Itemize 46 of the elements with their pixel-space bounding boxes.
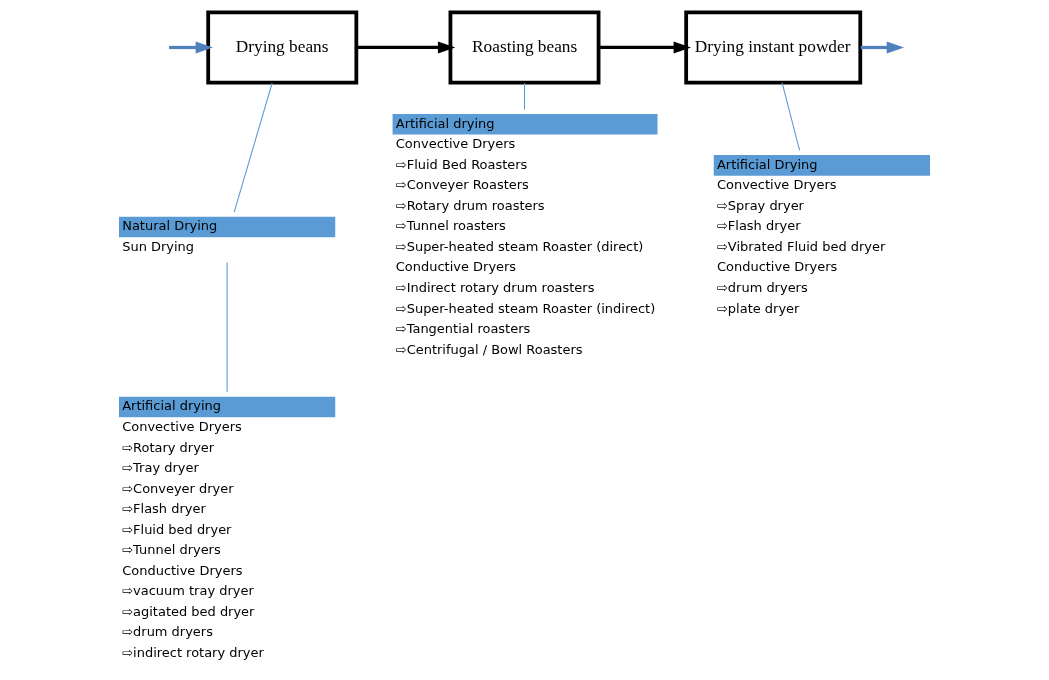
node-label: ⇨Flash dryer xyxy=(716,218,801,234)
node-label: Conductive Dryers xyxy=(395,259,517,275)
node-box: Drying beans xyxy=(206,10,359,85)
arrow xyxy=(860,41,905,54)
node-box: Roasting beans xyxy=(448,10,601,85)
node-box: Drying instant powder xyxy=(684,10,863,85)
node-box: Natural Drying xyxy=(119,216,336,238)
connector xyxy=(523,82,526,111)
node-label: ⇨Tray dryer xyxy=(122,460,199,476)
connector xyxy=(226,262,228,393)
node-label: ⇨Indirect rotary drum roasters xyxy=(395,279,595,295)
node-label: ⇨drum dryers xyxy=(716,279,808,295)
node-label: ⇨Spray dryer xyxy=(716,197,804,213)
node-label: ⇨Conveyer Roasters xyxy=(395,177,529,193)
node-box: Artificial drying xyxy=(119,396,336,418)
node-label: ⇨drum dryers xyxy=(122,624,213,640)
node-label: ⇨Rotary drum roasters xyxy=(395,197,545,213)
node-label: ⇨Tangential roasters xyxy=(395,321,531,337)
node-label: ⇨indirect rotary dryer xyxy=(122,644,264,660)
node-box: Artificial Drying xyxy=(713,155,930,176)
node-label: ⇨plate dryer xyxy=(716,300,800,316)
node-label: ⇨Super-heated steam Roaster (direct) xyxy=(395,238,644,254)
node-label: ⇨Rotary dryer xyxy=(122,439,215,455)
node-label: ⇨agitated bed dryer xyxy=(122,603,255,619)
node-label: ⇨Vibrated Fluid bed dryer xyxy=(716,238,886,254)
node-label: ⇨Centrifugal / Bowl Roasters xyxy=(395,341,583,357)
connector xyxy=(781,82,801,152)
node-label: Convective Dryers xyxy=(122,418,242,434)
node-label: ⇨Super-heated steam Roaster (indirect) xyxy=(395,300,656,316)
node-label: ⇨Fluid Bed Roasters xyxy=(395,156,528,172)
arrow xyxy=(169,41,213,54)
node-label: Conductive Dryers xyxy=(716,259,838,275)
node-box: Artificial drying xyxy=(392,114,658,135)
node-label: Sun Drying xyxy=(122,238,195,254)
node-label: Convective Dryers xyxy=(716,177,837,193)
arrow xyxy=(356,41,456,54)
arrow xyxy=(598,41,691,54)
node-label: Conductive Dryers xyxy=(122,562,243,578)
node-label: ⇨Tunnel roasters xyxy=(395,218,506,234)
node-label: Convective Dryers xyxy=(395,136,516,152)
node-label: ⇨Fluid bed dryer xyxy=(122,521,232,537)
connector xyxy=(233,82,273,213)
node-label: ⇨Conveyer dryer xyxy=(122,480,234,496)
node-label: ⇨vacuum tray dryer xyxy=(122,583,254,599)
node-label: ⇨Flash dryer xyxy=(122,501,206,517)
node-label: ⇨Tunnel dryers xyxy=(122,542,221,558)
